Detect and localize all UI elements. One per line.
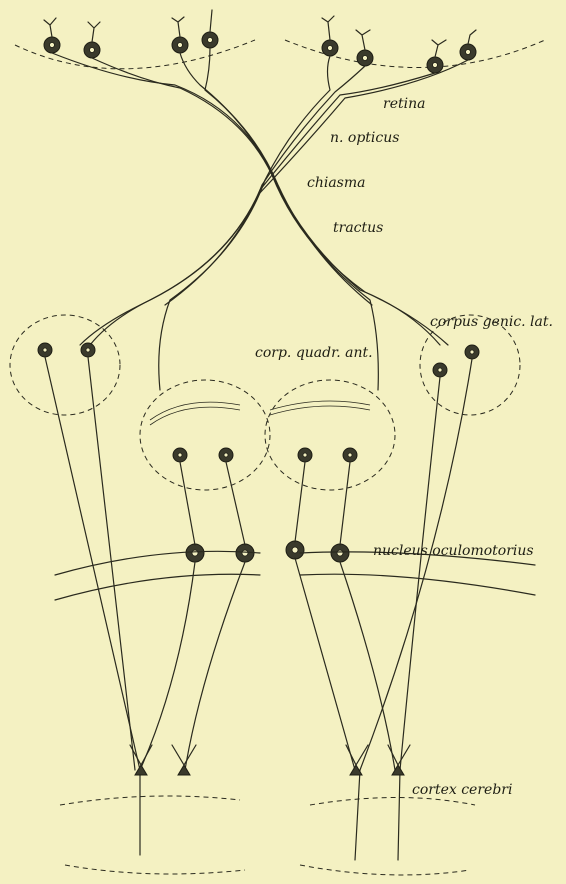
label-corp-quadr-ant: corp. quadr. ant. [255, 345, 373, 361]
cortex-boundary-right-lower [300, 865, 470, 875]
cortex-boundary-right-upper [310, 798, 475, 806]
label-chiasma: chiasma [307, 175, 366, 191]
cortex-boundary-left-lower [65, 865, 245, 874]
quadr-hatching [150, 401, 370, 425]
oculomotor-tract-lower [55, 574, 535, 600]
label-corpus-genic-lat: corpus genic. lat. [430, 314, 553, 330]
retina-cells-right [322, 16, 476, 73]
label-cortex-cerebri: cortex cerebri [412, 782, 512, 798]
label-tractus: tractus [333, 220, 383, 236]
projection-fibers [45, 357, 472, 860]
label-n-opticus: n. opticus [330, 130, 399, 146]
corp-quadr-ant-left [140, 380, 270, 490]
cortex-boundary-left-upper [60, 796, 240, 805]
label-nucleus-oculomotorius: nucleus oculomotorius [373, 543, 534, 559]
retina-cells-left [44, 10, 218, 58]
corp-quadr-ant-right [265, 380, 395, 490]
label-retina: retina [383, 96, 425, 112]
